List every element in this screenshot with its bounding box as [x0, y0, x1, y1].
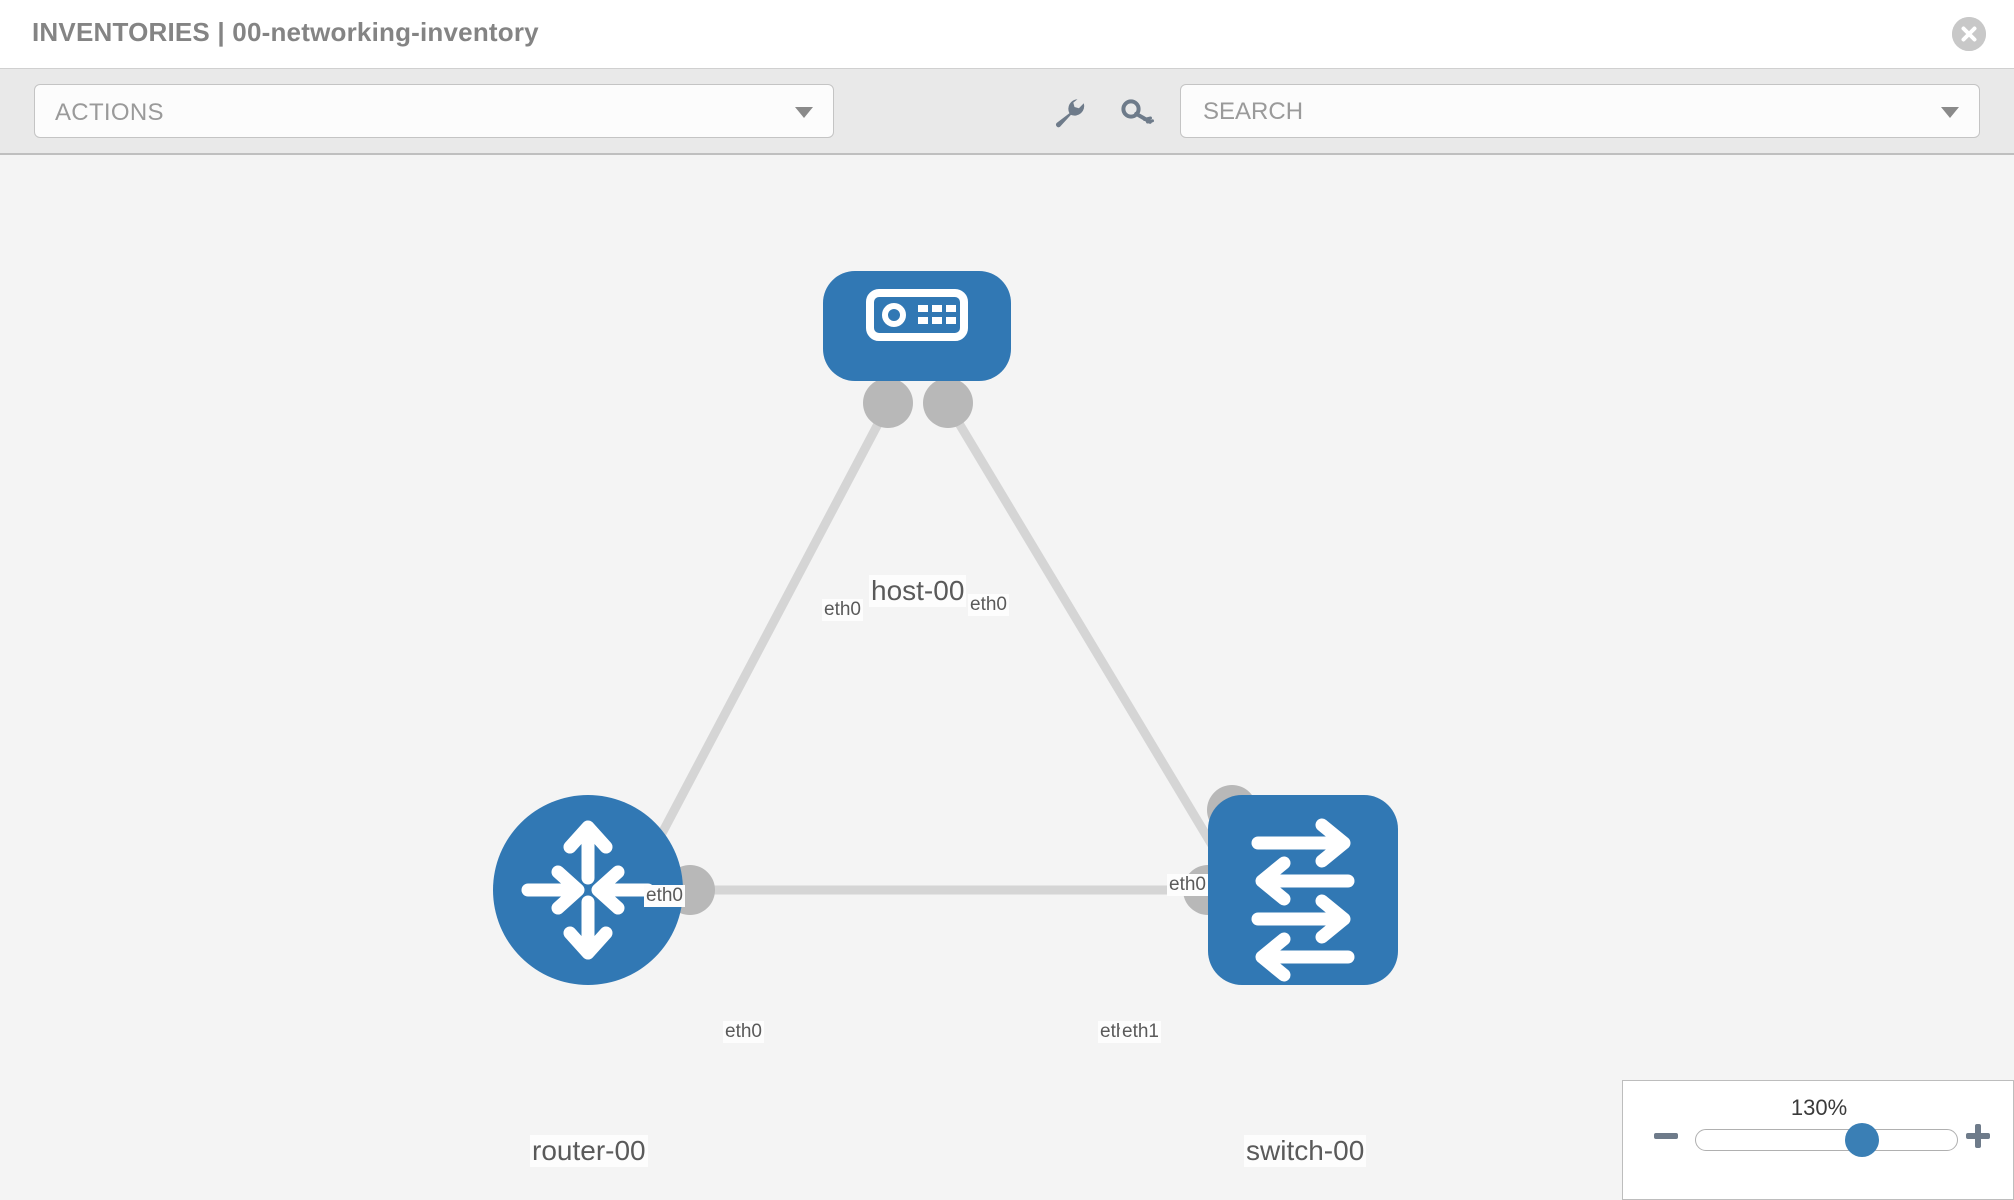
zoom-percent-label: 130%: [1790, 1095, 1848, 1120]
close-button[interactable]: [1952, 17, 1986, 51]
zoom-in-button[interactable]: [1963, 1121, 1993, 1151]
close-circle-icon: [1952, 17, 1986, 51]
iface-label-switch00-uplink: eth0: [1167, 874, 1208, 896]
key-icon: [1121, 99, 1154, 124]
page-title: INVENTORIES | 00-networking-inventory: [32, 17, 539, 47]
switch-arrows-icon: [1251, 818, 1355, 982]
node-router-00[interactable]: [493, 795, 683, 985]
iface-label-host00-right: eth0: [968, 594, 1009, 616]
zoom-slider-thumb[interactable]: [1845, 1123, 1879, 1157]
topology-graph: [493, 271, 1398, 985]
actions-dropdown[interactable]: ACTIONS: [34, 84, 834, 138]
search-chevron-down-icon[interactable]: [1941, 107, 1959, 118]
page-header: INVENTORIES | 00-networking-inventory: [0, 0, 2014, 68]
link-host00-router00[interactable]: [636, 402, 892, 878]
router-arrows-icon: [521, 820, 655, 960]
node-label-host-00: host-00: [869, 575, 967, 607]
wrench-button[interactable]: [1053, 97, 1087, 129]
key-button[interactable]: [1120, 97, 1154, 129]
node-host-00[interactable]: [823, 271, 1011, 381]
connector-host00-right[interactable]: [923, 378, 973, 428]
search-input[interactable]: [1201, 85, 1905, 139]
iface-label-switch00-eth1: eth1: [1120, 1021, 1161, 1043]
iface-label-router00-uplink: eth0: [644, 885, 685, 907]
topology-canvas[interactable]: eth0 eth0 eth0 eth0 eth0 eth eth1 host-0…: [0, 155, 2014, 1200]
link-host00-switch00[interactable]: [944, 402, 1222, 858]
zoom-control-panel: 130%: [1622, 1080, 2014, 1200]
actions-dropdown-label: ACTIONS: [55, 99, 164, 126]
plus-icon: [1966, 1124, 1990, 1148]
minus-icon: [1654, 1133, 1678, 1139]
zoom-out-button[interactable]: [1651, 1121, 1681, 1151]
chevron-down-icon: [795, 107, 813, 118]
search-box[interactable]: [1180, 84, 1980, 139]
toolbar: ACTIONS: [0, 68, 2014, 155]
zoom-slider-track[interactable]: [1695, 1129, 1958, 1151]
connector-host00-left[interactable]: [863, 378, 913, 428]
wrench-icon: [1056, 99, 1085, 128]
node-label-router-00: router-00: [530, 1135, 648, 1167]
server-icon: [866, 289, 968, 341]
iface-label-host00-left: eth0: [822, 599, 863, 621]
node-switch-00[interactable]: [1208, 795, 1398, 985]
iface-label-router00-eth0: eth0: [723, 1021, 764, 1043]
node-label-switch-00: switch-00: [1244, 1135, 1367, 1167]
